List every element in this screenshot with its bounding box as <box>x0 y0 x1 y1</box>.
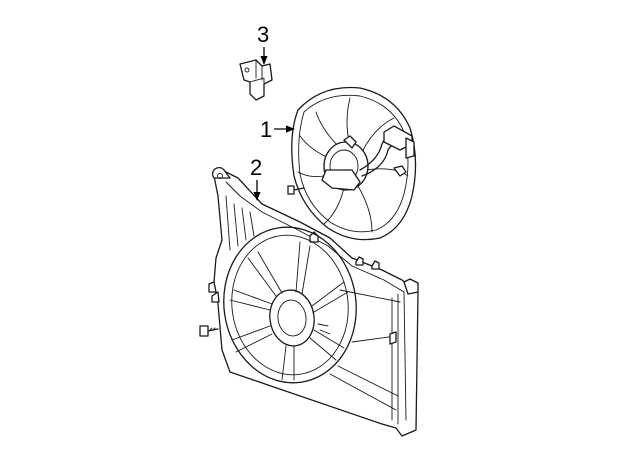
mounting-bracket-icon <box>239 59 273 101</box>
callout-2: 2 <box>250 155 262 201</box>
fan-motor-assembly-icon <box>291 86 417 241</box>
callout-label-3: 3 <box>257 22 269 47</box>
callout-label-2: 2 <box>250 155 262 180</box>
callout-1: 1 <box>260 117 295 142</box>
callout-label-1: 1 <box>260 117 272 142</box>
callout-3: 3 <box>257 22 269 65</box>
fan-shroud-icon <box>208 166 419 437</box>
screw-icon-2 <box>287 185 305 195</box>
screw-icon <box>199 325 219 337</box>
